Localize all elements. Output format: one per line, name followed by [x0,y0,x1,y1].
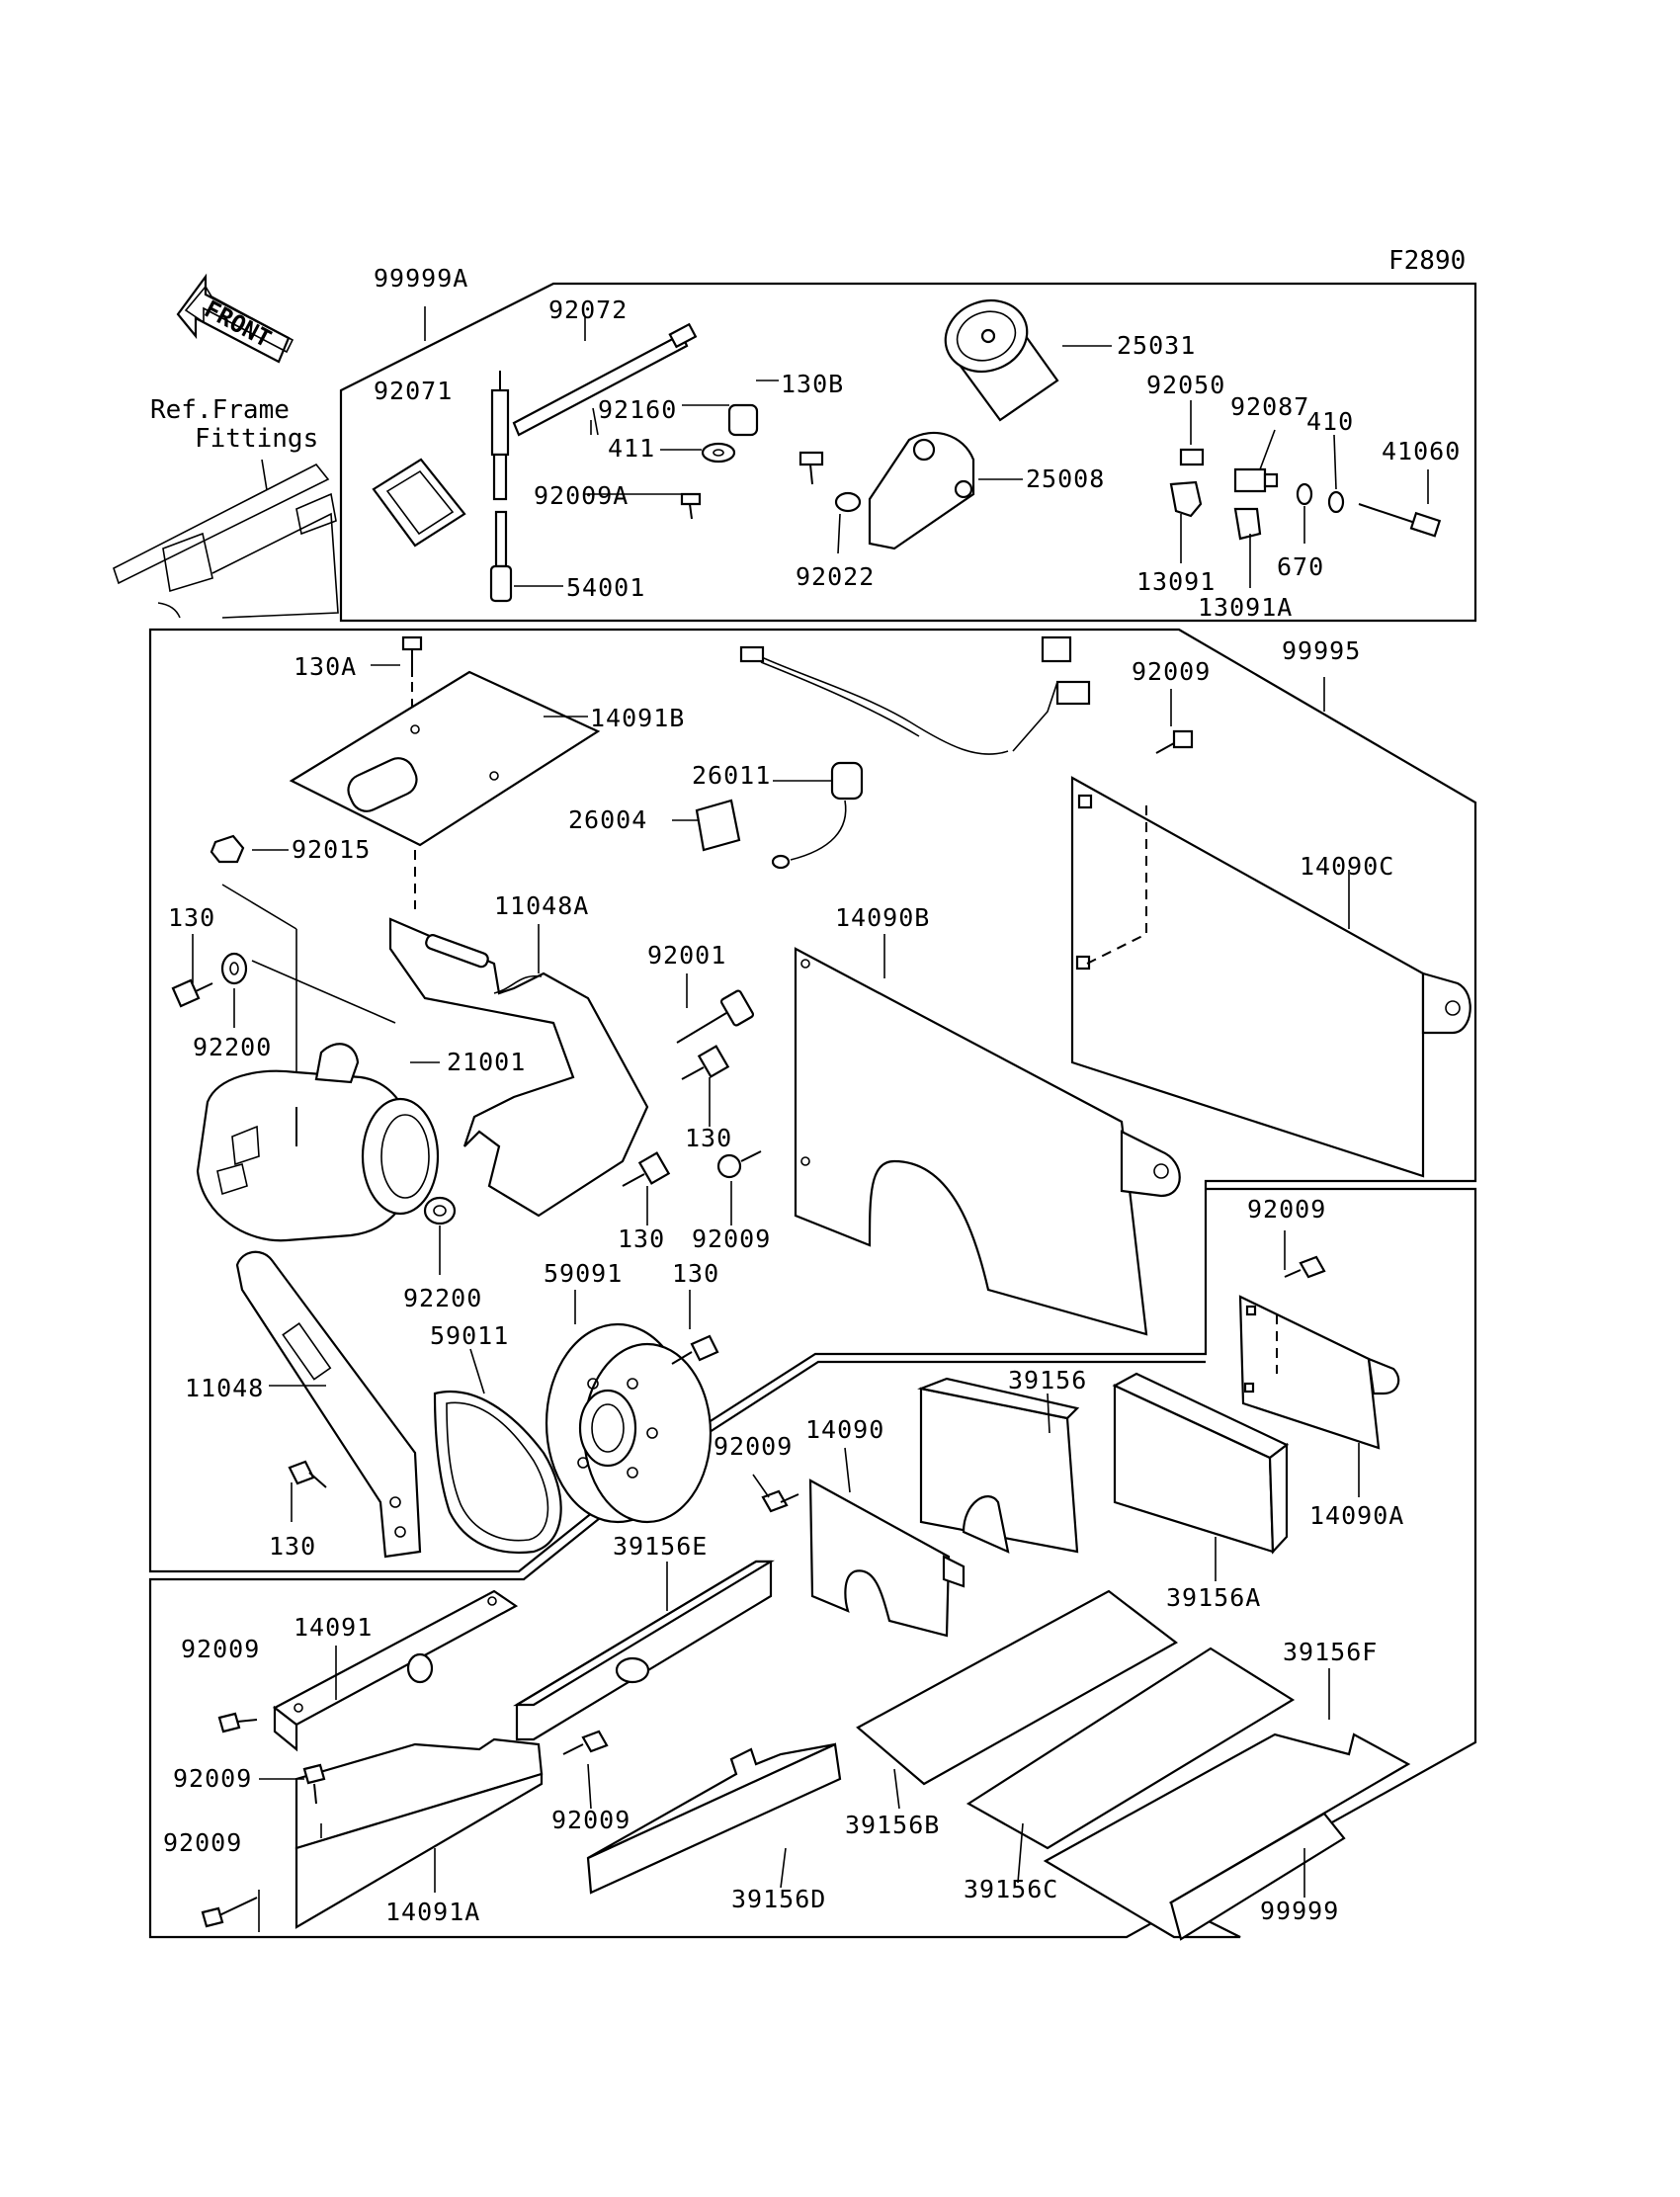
callout-99999: 99999 [1260,1897,1339,1925]
cable-tie-part [512,322,698,437]
plate-14091b [289,670,601,909]
callout-92009-c: 92009 [1247,1195,1326,1224]
callout-14091: 14091 [294,1613,373,1642]
callout-25008: 25008 [1026,465,1105,493]
callout-92009-h: 92009 [163,1828,242,1857]
callout-99999a: 99999A [374,264,468,293]
callout-92071: 92071 [374,377,453,405]
callout-92200-a: 92200 [193,1033,272,1061]
meter-fasteners [680,403,862,520]
callout-92200-b: 92200 [403,1284,482,1312]
callout-130-e: 130 [269,1532,316,1561]
callout-26011: 26011 [692,761,771,790]
meter-bracket-part [868,431,975,550]
ref-label-line2: Fittings [195,424,318,454]
callout-39156c: 39156C [964,1875,1058,1903]
callout-92015: 92015 [292,835,371,864]
callout-39156f: 39156F [1283,1638,1378,1666]
callout-92072: 92072 [548,296,628,324]
mats-39156bcf [856,1589,1411,1941]
pulley-59091 [545,1322,719,1524]
callout-54001: 54001 [566,573,645,602]
callout-13091: 13091 [1136,567,1216,596]
callout-92009-b: 92009 [692,1225,771,1253]
callout-11048a: 11048A [494,891,589,920]
callout-670: 670 [1277,552,1324,581]
callout-21001: 21001 [447,1048,526,1076]
callout-11048: 11048 [185,1374,264,1402]
callout-130-c: 130 [618,1225,665,1253]
callout-92009-f: 92009 [173,1764,252,1793]
callout-130a: 130A [294,652,357,681]
callout-25031: 25031 [1117,331,1196,360]
callout-92050: 92050 [1146,371,1225,399]
callout-410: 410 [1306,407,1354,436]
callout-14090c: 14090C [1300,852,1394,881]
callout-14090a: 14090A [1309,1501,1404,1530]
callout-14090b: 14090B [835,903,930,932]
callout-39156b: 39156B [845,1811,940,1839]
plate-14091 [217,1589,519,1752]
callout-14090: 14090 [805,1415,884,1444]
section-middle-border [148,628,1477,1573]
tachometer-part [944,299,1059,422]
callout-39156: 39156 [1008,1366,1087,1394]
meter-cable-part [489,371,513,603]
callout-39156a: 39156A [1166,1583,1261,1612]
callout-92022: 92022 [796,562,875,591]
callout-99995: 99995 [1282,636,1361,665]
callout-39156e: 39156E [613,1532,708,1561]
pad-39156a [1112,1372,1290,1555]
callout-92160: 92160 [598,395,677,424]
callout-92009-a: 92009 [1132,657,1211,686]
callout-92009-d: 92009 [714,1432,793,1461]
wire-harness-26011 [695,635,1091,870]
pad-39156e [513,1560,775,1741]
callout-41060: 41060 [1382,437,1461,465]
panel-14090c [1070,729,1471,1178]
section-right-lower-border [148,1187,1477,1939]
ref-label-line1: Ref.Frame [150,395,290,425]
front-label: FRONT [200,296,276,354]
section-top-border [339,282,1477,623]
callout-59011: 59011 [430,1321,509,1350]
cover-14090 [761,1479,966,1638]
callout-26004: 26004 [568,805,647,834]
panel-14090b [794,947,1181,1336]
panel-14090a [1238,1255,1400,1450]
callout-14091a: 14091A [385,1898,480,1926]
callout-92009a: 92009A [534,481,629,510]
speed-sensor-parts [1169,448,1442,541]
plate-14091a [201,1730,609,1932]
pad-39156 [917,1377,1080,1554]
callout-130b: 130B [781,370,844,398]
alternator-part [196,1043,440,1242]
bracket-11048a [388,917,649,1218]
grommet-part [372,458,466,548]
callout-39156d: 39156D [731,1885,826,1913]
callout-130-b: 130 [685,1124,732,1152]
callout-130-a: 130 [168,903,215,932]
callout-130-d: 130 [672,1259,719,1288]
bolts-center [423,989,762,1225]
callout-59091: 59091 [544,1259,623,1288]
callout-92009-g: 92009 [551,1806,630,1834]
callout-92087: 92087 [1230,392,1309,421]
callout-411: 411 [608,434,655,463]
front-arrow-icon: FRONT [176,273,294,364]
bolts-left [171,952,396,1024]
figure-code: F2890 [1388,246,1466,276]
v-belt-59011 [433,1391,562,1554]
nut-92015 [210,834,297,1092]
leader-lines [192,306,1429,1898]
pad-39156d [586,1742,842,1895]
adjust-arm-11048 [235,1250,422,1559]
frame-fragment [113,463,339,619]
callout-92009-e: 92009 [181,1635,260,1663]
callout-92001: 92001 [647,941,726,970]
callout-13091a: 13091A [1198,593,1293,622]
callout-14091b: 14091B [590,704,685,732]
